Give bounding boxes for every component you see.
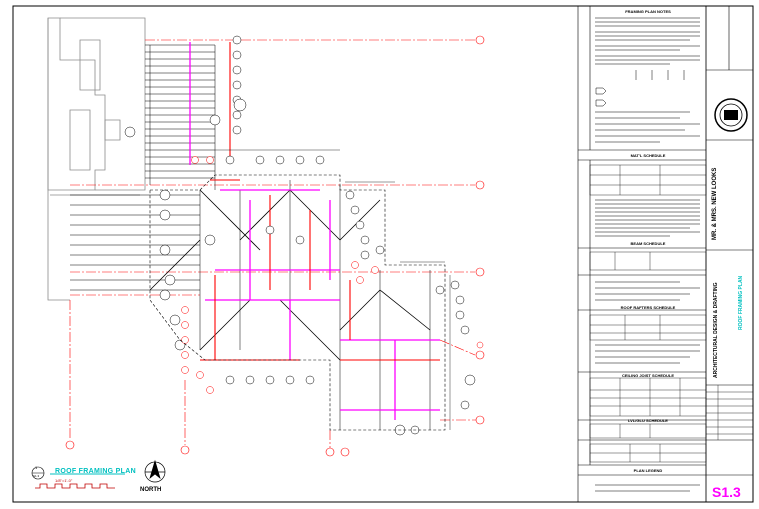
mats-schedule-title: MAT'L SCHEDULE <box>630 153 666 158</box>
callout-bubbles <box>124 35 476 436</box>
sheet-number: S1.3 <box>712 484 741 500</box>
beam-schedule-title: BEAM SCHEDULE <box>630 241 666 246</box>
red-tags <box>181 156 484 394</box>
plan-title: ROOF FRAMING PLAN <box>55 468 136 475</box>
schedule-grids <box>589 164 707 463</box>
detail-bubble-sheet: S1.3 <box>33 474 40 478</box>
building-outline <box>149 174 446 431</box>
title-graphics <box>31 466 125 489</box>
detail-bubble-number: 1 <box>35 465 38 470</box>
plan-scale: 1/8"=1'-0" <box>55 478 73 483</box>
north-label: NORTH <box>140 487 162 493</box>
ceiling-joist-title: CEILING JOIST SCHEDULE <box>621 373 674 378</box>
project-name: MR. & MRS. NEW LOOKS <box>712 167 718 240</box>
grid-bubbles <box>65 35 485 457</box>
sheet-border <box>12 5 754 503</box>
sheet-title: ROOF FRAMING PLAN <box>738 275 744 330</box>
lvl-schedule-title: LVL/GLU SCHEDULE <box>628 418 668 423</box>
roof-rafters-title: ROOF RAFTERS SCHEDULE <box>620 305 676 310</box>
company-seal-icon <box>714 98 748 132</box>
notes-panel <box>577 5 707 503</box>
title-block <box>705 5 754 503</box>
plan-legend-title: PLAN LEGEND <box>633 468 663 473</box>
designer-name: ARCHITECTURAL DESIGN & DRAFTING <box>713 282 719 378</box>
north-arrow-icon <box>144 459 166 483</box>
grid-lines <box>69 39 478 448</box>
existing-structure <box>47 17 146 301</box>
beams-red <box>200 42 440 361</box>
legend-symbols <box>595 70 685 107</box>
dimension-lines <box>215 149 451 430</box>
beams-magenta <box>189 42 440 420</box>
notes-text-lines <box>595 17 700 492</box>
revision-table <box>706 385 753 440</box>
framing-notes-title: FRAMING PLAN NOTES <box>625 9 671 14</box>
